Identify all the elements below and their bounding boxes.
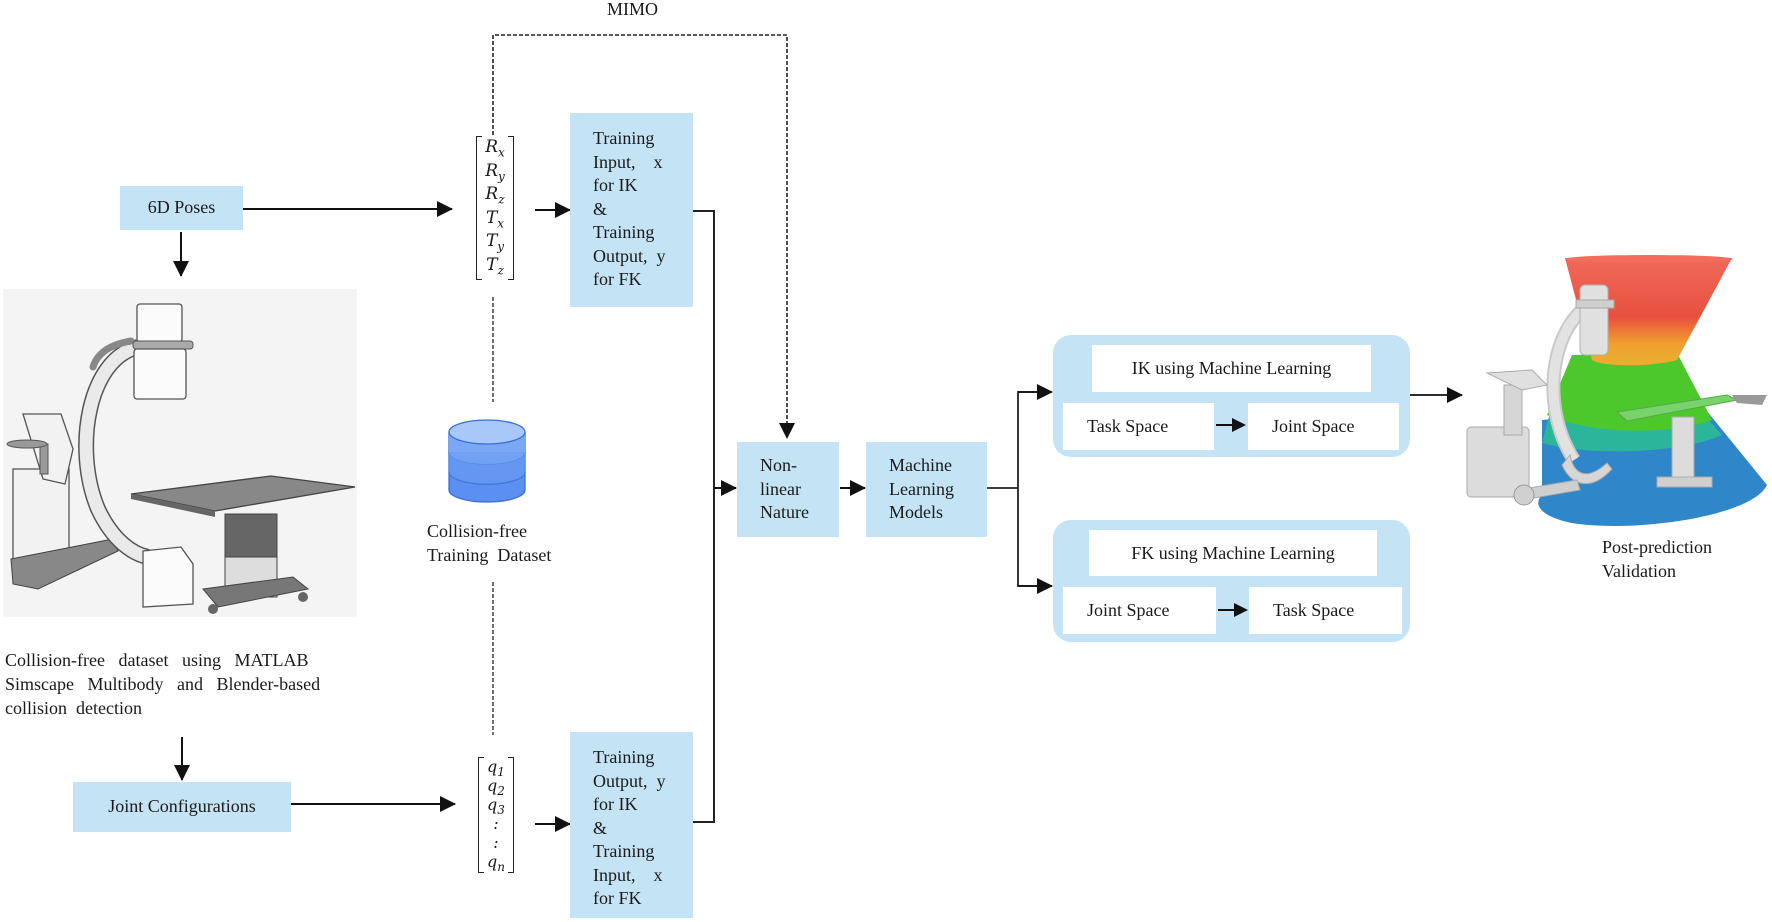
- joint-configurations-box[interactable]: Joint Configurations: [73, 782, 291, 832]
- mimo-label: MIMO: [607, 0, 659, 19]
- pose-vector: Rx Ry Rz Tx Ty Tz: [476, 136, 514, 280]
- dataset-label-line: Training Dataset: [427, 544, 552, 565]
- joint-vector-entry: :: [493, 814, 499, 833]
- caption-line: Simscape Multibody and Blender-based: [5, 674, 321, 694]
- caption-line: collision detection: [5, 698, 142, 718]
- joint-vector-entry: qn: [487, 852, 505, 875]
- dataset-label: Collision-free Training Dataset: [427, 520, 551, 567]
- joint-vector-entry: q2: [487, 776, 505, 799]
- ik-task-space: Task Space: [1063, 403, 1214, 450]
- training-line: &: [593, 817, 608, 838]
- training-top-connector: [693, 210, 715, 823]
- fk-inner-arrow-icon: [1218, 603, 1248, 617]
- ik-inner-arrow-icon: [1216, 418, 1246, 432]
- c-arm-illustration: [3, 289, 357, 617]
- training-line: for IK: [593, 175, 638, 195]
- pose-vector-entry: Ry: [485, 160, 505, 183]
- poses-box-label: 6D Poses: [147, 197, 216, 218]
- pose-vector-entry: Rz: [485, 184, 505, 207]
- validation-label-line: Validation: [1602, 560, 1676, 581]
- nonlinear-nature-box[interactable]: Non- linear Nature: [737, 442, 839, 537]
- ml-branch-connector: [987, 391, 1050, 587]
- fk-panel[interactable]: FK using Machine Learning Joint Space Ta…: [1053, 520, 1410, 642]
- training-line: Training: [593, 747, 655, 767]
- training-line: Training: [593, 841, 655, 861]
- pose-vector-entry: Tz: [486, 254, 504, 277]
- training-line: &: [593, 198, 608, 219]
- joint-vector-entry: :: [493, 833, 499, 852]
- poses-box[interactable]: 6D Poses: [120, 186, 243, 230]
- dataset-label-line: Collision-free: [427, 521, 527, 541]
- nonlinear-line: Non-: [760, 455, 797, 475]
- database-icon: [445, 418, 529, 504]
- joint-vector-entry: q3: [487, 795, 505, 818]
- caption-line: Collision-free dataset using MATLAB: [5, 650, 309, 670]
- training-line: for IK: [593, 794, 638, 814]
- training-line: Training: [593, 222, 655, 242]
- training-line: Output, y: [593, 245, 666, 266]
- ik-panel-title: IK using Machine Learning: [1092, 345, 1371, 392]
- ik-panel[interactable]: IK using Machine Learning Task Space Joi…: [1053, 335, 1410, 457]
- training-line: for FK: [593, 888, 642, 908]
- nonlinear-line: Nature: [760, 502, 809, 522]
- training-box-top[interactable]: Training Input, x for IK & Training Outp…: [570, 113, 693, 307]
- validation-label: Post-prediction Validation: [1602, 536, 1712, 583]
- joint-vector-entry: q1: [487, 757, 505, 780]
- pose-vector-entry: Ty: [485, 231, 505, 254]
- validation-label-line: Post-prediction: [1602, 537, 1712, 557]
- ml-line: Models: [889, 502, 943, 522]
- fk-panel-title: FK using Machine Learning: [1089, 530, 1377, 576]
- nonlinear-line: linear: [760, 478, 801, 499]
- joint-configurations-label: Joint Configurations: [108, 796, 256, 817]
- ml-line: Learning: [889, 478, 954, 499]
- fk-task-space: Task Space: [1249, 587, 1402, 634]
- validation-render: [1462, 255, 1772, 535]
- pose-vector-entry: Tx: [485, 207, 505, 230]
- ml-models-box[interactable]: Machine Learning Models: [866, 442, 987, 537]
- joint-vector: q1 q2 q3 : : qn: [478, 757, 514, 875]
- fk-joint-space: Joint Space: [1063, 587, 1216, 634]
- dataset-caption: Collision-free dataset using MATLAB Sims…: [5, 648, 360, 720]
- ik-joint-space: Joint Space: [1248, 403, 1399, 450]
- ml-line: Machine: [889, 455, 952, 475]
- training-line: Input, x: [593, 864, 663, 885]
- training-line: Training: [593, 128, 655, 148]
- training-box-bottom[interactable]: Training Output, y for IK & Training Inp…: [570, 732, 693, 918]
- training-line: for FK: [593, 269, 642, 289]
- training-line: Input, x: [593, 151, 663, 172]
- training-line: Output, y: [593, 770, 666, 791]
- pose-vector-entry: Rx: [485, 137, 505, 160]
